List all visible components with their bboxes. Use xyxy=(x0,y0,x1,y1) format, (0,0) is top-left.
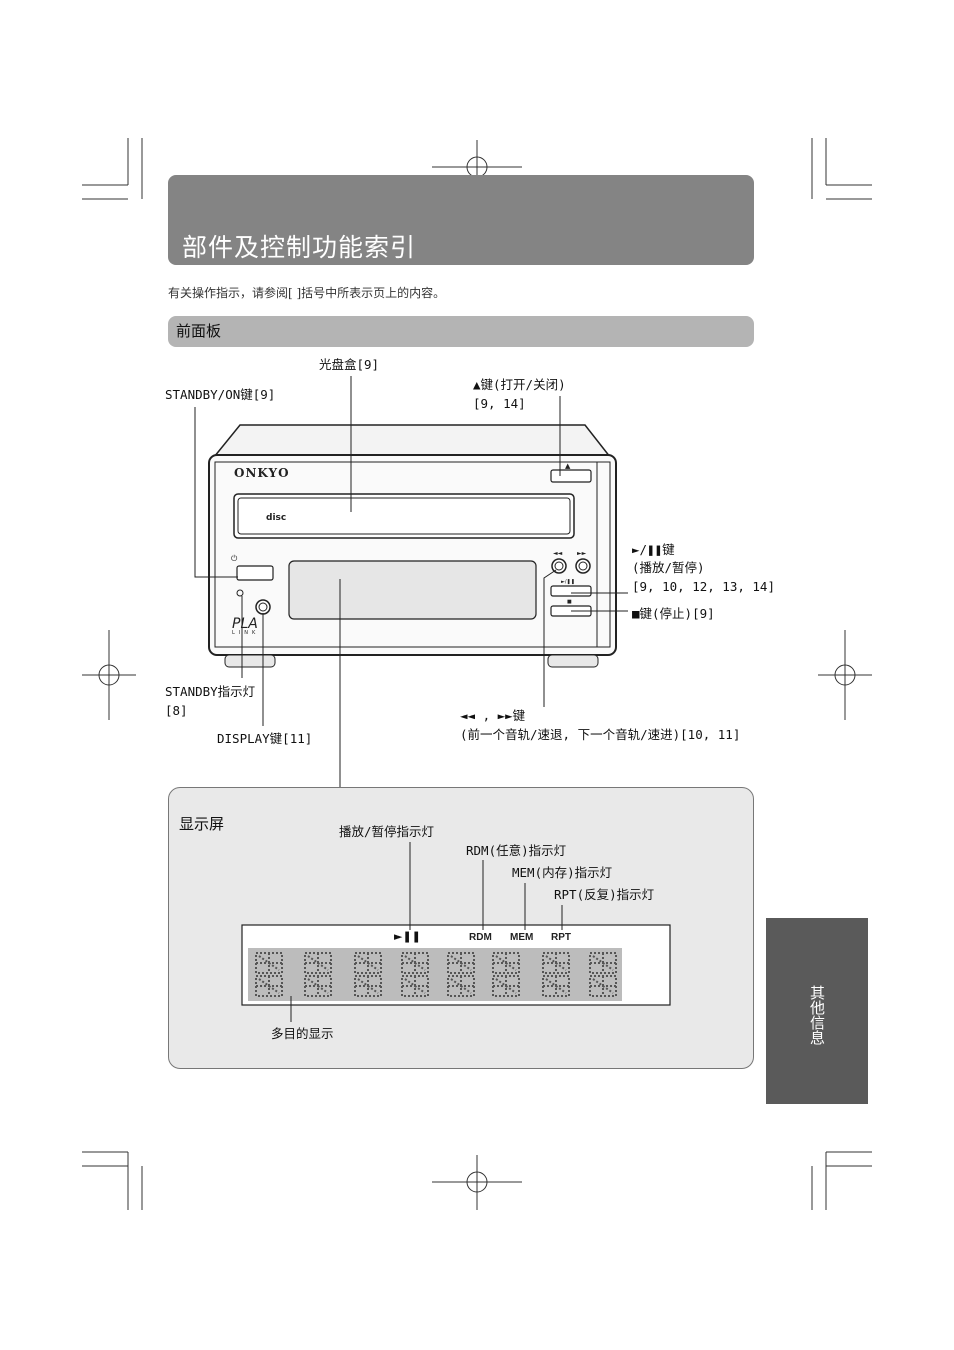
label-multi-display: 多目的显示 xyxy=(271,1025,334,1043)
label-rdm-indicator: RDM(任意)指示灯 xyxy=(466,842,566,860)
label-mem-indicator: MEM(内存)指示灯 xyxy=(512,864,612,882)
mem-indicator: MEM xyxy=(510,932,533,943)
side-tab-label: 其他信息 xyxy=(766,955,868,1075)
play-pause-indicator-icon: ►❚❚ xyxy=(394,930,421,943)
rpt-indicator: RPT xyxy=(551,932,571,943)
label-play-pause-indicator: 播放/暂停指示灯 xyxy=(339,823,434,841)
label-rpt-indicator: RPT(反复)指示灯 xyxy=(554,886,654,904)
rdm-indicator: RDM xyxy=(469,932,492,943)
